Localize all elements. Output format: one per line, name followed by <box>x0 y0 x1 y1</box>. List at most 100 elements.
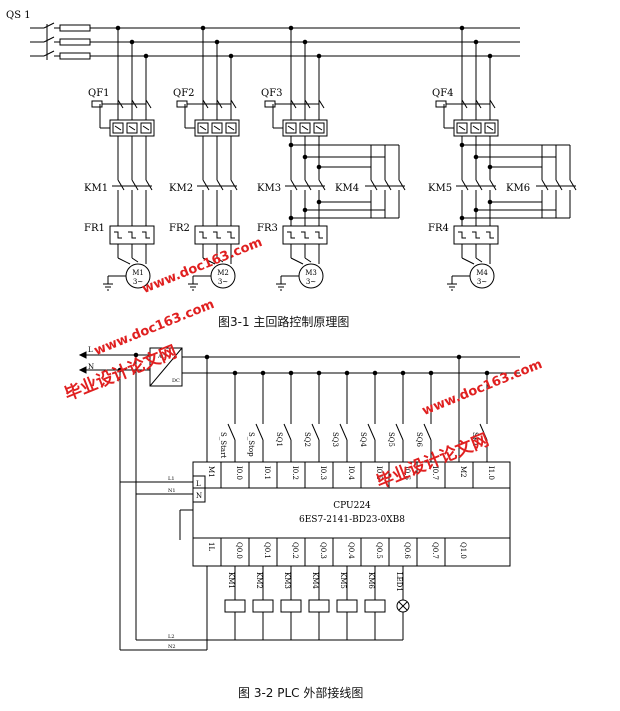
switch-contact <box>227 423 236 441</box>
output-label: KM3 <box>283 572 291 589</box>
power-unit-label: L1 <box>168 476 175 482</box>
power-supply <box>149 347 183 387</box>
breaker-contact <box>202 99 209 109</box>
breaker-pole <box>140 122 152 134</box>
switch-contact <box>367 423 376 441</box>
relay-label: FR2 <box>169 223 190 234</box>
switch-label: S_Start <box>219 432 227 458</box>
contactor-contact <box>290 179 298 191</box>
motor-label: M3 <box>305 269 317 277</box>
motor-label: M4 <box>476 269 488 277</box>
junction-dot <box>473 154 479 160</box>
wire <box>475 257 483 263</box>
power-unit-label: N1 <box>168 488 176 494</box>
wire <box>128 125 136 131</box>
contactor-label: KM2 <box>169 183 193 194</box>
cpu-model: CPU224 <box>333 501 371 511</box>
fuse <box>59 38 91 46</box>
input-terminal: I0.7 <box>431 466 439 480</box>
wire <box>117 257 131 265</box>
ln-label: L <box>196 480 201 488</box>
contactor-label: KM4 <box>335 183 359 194</box>
switch-label: SQ4 <box>359 432 367 448</box>
motor-label: M1 <box>132 269 144 277</box>
wire <box>202 257 216 265</box>
breaker-pole <box>225 122 237 134</box>
breaker-pole <box>299 122 311 134</box>
junction-dot <box>302 207 308 213</box>
breaker-label: QF1 <box>88 88 110 99</box>
junction-dot <box>288 370 294 376</box>
input-terminal: I0.0 <box>235 466 243 480</box>
wire <box>458 125 466 131</box>
power-in-label: N <box>88 363 94 371</box>
coil-km5 <box>336 599 358 613</box>
coil-km4 <box>308 599 330 613</box>
breaker-pole <box>112 122 124 134</box>
switch-label: SQ6 <box>415 432 423 448</box>
qs1-blade <box>43 22 55 29</box>
figure1-caption: 图3-1 主回路控制原理图 <box>218 315 350 329</box>
junction-dot <box>260 370 266 376</box>
relay-element <box>199 231 207 239</box>
input-terminal: I0.3 <box>319 466 327 480</box>
input-terminal: I0.5 <box>375 466 383 480</box>
wire <box>131 257 139 263</box>
breaker-pole <box>126 122 138 134</box>
breaker-pole <box>197 122 209 134</box>
junction-dot <box>428 370 434 376</box>
motor-phase-label: 3~ <box>133 278 143 286</box>
relay-label: FR3 <box>257 223 278 234</box>
output-terminal: Q0.5 <box>375 542 383 559</box>
relay-element <box>128 231 136 239</box>
plc-cpu-block <box>192 461 511 567</box>
breaker-label: QF4 <box>432 88 454 99</box>
contactor-contact <box>202 179 210 191</box>
junction-dot <box>316 199 322 205</box>
input-terminal: M1 <box>207 466 215 478</box>
contactor-contact <box>131 179 139 191</box>
relay-element <box>472 231 480 239</box>
output-label: KM6 <box>367 572 375 589</box>
power-out-label: L2 <box>168 634 175 640</box>
contactor-contact <box>145 179 153 191</box>
output-label: KM5 <box>339 572 347 589</box>
junction-dot <box>133 352 139 358</box>
contactor-contact <box>489 179 497 191</box>
switch-contact <box>255 423 264 441</box>
wire <box>142 125 150 131</box>
output-label: LED1 <box>395 572 403 592</box>
cpu-part-number: 6ES7-2141-BD23-0XB8 <box>299 515 405 525</box>
output-label: KM2 <box>255 572 263 589</box>
junction-dot <box>344 370 350 376</box>
breaker-contact <box>117 99 124 109</box>
switch-contact <box>395 423 404 441</box>
contactor-contact <box>555 179 563 191</box>
output-terminal: Q0.4 <box>347 542 355 559</box>
wire <box>227 125 235 131</box>
junction-dot <box>232 370 238 376</box>
contactor-contact <box>541 179 549 191</box>
psu-in: AC <box>157 354 166 360</box>
junction-dot <box>302 39 308 45</box>
output-terminal: Q0.6 <box>403 542 411 559</box>
output-terminal: Q0.7 <box>431 542 439 559</box>
output-label: KM1 <box>227 572 235 589</box>
switch-contact <box>311 423 320 441</box>
junction-dot <box>288 142 294 148</box>
coil-km6 <box>364 599 386 613</box>
relay-element <box>114 231 122 239</box>
breaker-contact <box>230 99 237 109</box>
breaker-contact <box>131 99 138 109</box>
contactor-contact <box>461 179 469 191</box>
wire <box>304 257 312 263</box>
wire <box>216 257 224 263</box>
junction-dot <box>115 25 121 31</box>
switch-contact <box>479 423 488 441</box>
switch-label: SQ3 <box>331 432 339 447</box>
input-terminal: I0.1 <box>263 466 271 480</box>
breaker-pole <box>211 122 223 134</box>
relay-element <box>287 231 295 239</box>
